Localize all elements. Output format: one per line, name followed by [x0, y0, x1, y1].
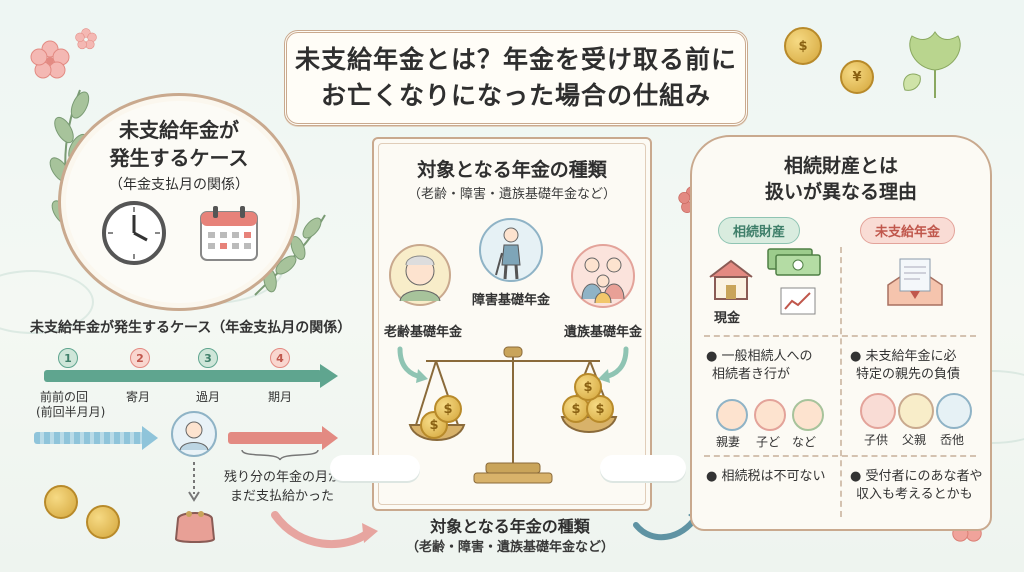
purse-icon — [174, 511, 216, 543]
avatar — [898, 393, 934, 429]
paid-arrow-head — [142, 426, 158, 450]
paid-arrow — [34, 432, 144, 444]
document-icon — [887, 258, 943, 306]
left-person-3: など — [792, 435, 817, 449]
family-icon — [571, 244, 635, 308]
right-bullet-2b: 収入も考えるとかも — [856, 487, 973, 502]
right-title-2: 扱いが異なる理由 — [764, 181, 917, 203]
elderly-person-icon — [389, 244, 451, 306]
avatar — [792, 399, 824, 431]
left-bullet-2: ● 相続税は不可ない — [706, 469, 826, 484]
brace-connector — [241, 449, 319, 461]
avatar — [754, 399, 786, 431]
pension-type-disability: 障害基礎年金 — [472, 293, 551, 308]
cloud-decoration — [600, 455, 686, 481]
coin-icon: ¥ — [840, 60, 874, 94]
inherited-assets-tag: 相続財産 — [718, 217, 801, 244]
step-1-sublabel: (前回半月月) — [36, 405, 106, 419]
step-2-label: 寄月 — [126, 390, 151, 404]
right-title-1: 相続財産とは — [783, 155, 898, 177]
curved-down-arrow-right — [598, 346, 629, 383]
row-divider — [704, 455, 976, 457]
case-circle-panel: 未支給年金が 発生するケース （年金支払月の関係） — [58, 93, 300, 311]
step-3: 3 — [198, 348, 218, 368]
remaining-note-1: 残り分の年金の月が — [224, 470, 342, 485]
coin-icon: $ — [574, 373, 602, 401]
left-bullet-1b: 相続者き行が — [712, 367, 791, 382]
right-person-3: 岙他 — [940, 433, 965, 447]
step-3-label: 過月 — [196, 390, 221, 404]
right-person-2: 父親 — [902, 433, 927, 447]
unpaid-arrow-head — [322, 426, 338, 450]
title-banner: 未支給年金とは？年金を受け取る前に お亡くなりになった場合の仕組み — [284, 30, 748, 126]
left-person-1: 親妻 — [716, 435, 741, 449]
chart-icon — [780, 287, 816, 315]
coin-icon — [86, 505, 120, 539]
step-2: 2 — [130, 348, 150, 368]
bottom-subtitle: （老齢・障害・遺族基礎年金など） — [405, 540, 614, 555]
timeline-arrow-main — [44, 370, 322, 382]
right-bullet-1b: 特定の親先の負債 — [856, 367, 961, 382]
step-1: 1 — [58, 348, 78, 368]
title-line-1: 未支給年金とは？年金を受け取る前に — [294, 45, 737, 74]
left-bullet-1a: ● 一般相続人への — [706, 349, 813, 364]
avatar — [936, 393, 972, 429]
step-1-label: 前前の回 — [40, 390, 89, 404]
avatar — [716, 399, 748, 431]
left-person-2: 子ど — [756, 435, 781, 449]
title-line-2: お亡くなりになった場合の仕組み — [320, 81, 711, 110]
curved-down-arrow-left — [397, 346, 428, 383]
case-title-2: 発生するケース — [109, 146, 249, 170]
cash-label: 現金 — [714, 311, 741, 326]
house-icon — [709, 259, 753, 300]
timeline-arrow-head — [320, 364, 338, 388]
timeline-heading: 未支給年金が発生するケース（年金支払月の関係） — [30, 320, 352, 336]
case-subtitle: （年金支払月の関係） — [109, 177, 249, 193]
right-bullet-1a: ● 未支給年金に必 — [850, 349, 957, 364]
ginkgo-icon — [903, 31, 961, 98]
sakura-icon — [75, 28, 97, 50]
step-4: 4 — [270, 348, 290, 368]
pension-types-title: 対象となる年金の種類 — [417, 159, 607, 181]
sakura-icon — [30, 40, 70, 79]
case-title-1: 未支給年金が — [119, 118, 239, 142]
bottom-title: 対象となる年金の種類 — [430, 517, 590, 536]
avatar — [860, 393, 896, 429]
pension-type-old-age: 老齢基礎年金 — [384, 325, 463, 340]
curved-arrow — [271, 511, 378, 548]
pension-types-panel: 対象となる年金の種類 （老齢・障害・遺族基礎年金など） 老齢基礎年金 障害基礎年… — [372, 137, 652, 511]
remaining-note-2: まだ支払給かった — [230, 489, 335, 504]
right-person-1: 子供 — [864, 433, 889, 447]
column-divider — [840, 247, 842, 517]
calendar-icon — [200, 206, 258, 261]
person-icon — [171, 411, 217, 457]
row-divider — [704, 335, 976, 337]
step-4-label: 期月 — [268, 390, 293, 404]
right-bullet-2a: ● 受付者にのあな者や — [850, 469, 983, 484]
coin-icon: $ — [434, 395, 462, 423]
cloud-decoration — [330, 455, 420, 481]
coin-icon: $ — [784, 27, 822, 65]
pension-type-survivor: 遺族基礎年金 — [564, 325, 643, 340]
background-wave-pattern — [0, 270, 94, 334]
coin-icon — [44, 485, 78, 519]
unpaid-pension-tag: 未支給年金 — [860, 217, 956, 244]
dotted-down-arrow — [188, 462, 200, 502]
money-icon — [767, 248, 821, 276]
inheritance-difference-panel: 相続財産とは 扱いが異なる理由 相続財産 未支給年金 現金 ● 一般相続人への … — [690, 135, 992, 531]
cane-person-icon — [479, 218, 543, 282]
unpaid-arrow — [228, 432, 324, 444]
pension-types-subtitle: （老齢・障害・遺族基礎年金など） — [407, 187, 616, 202]
clock-icon — [102, 201, 166, 265]
